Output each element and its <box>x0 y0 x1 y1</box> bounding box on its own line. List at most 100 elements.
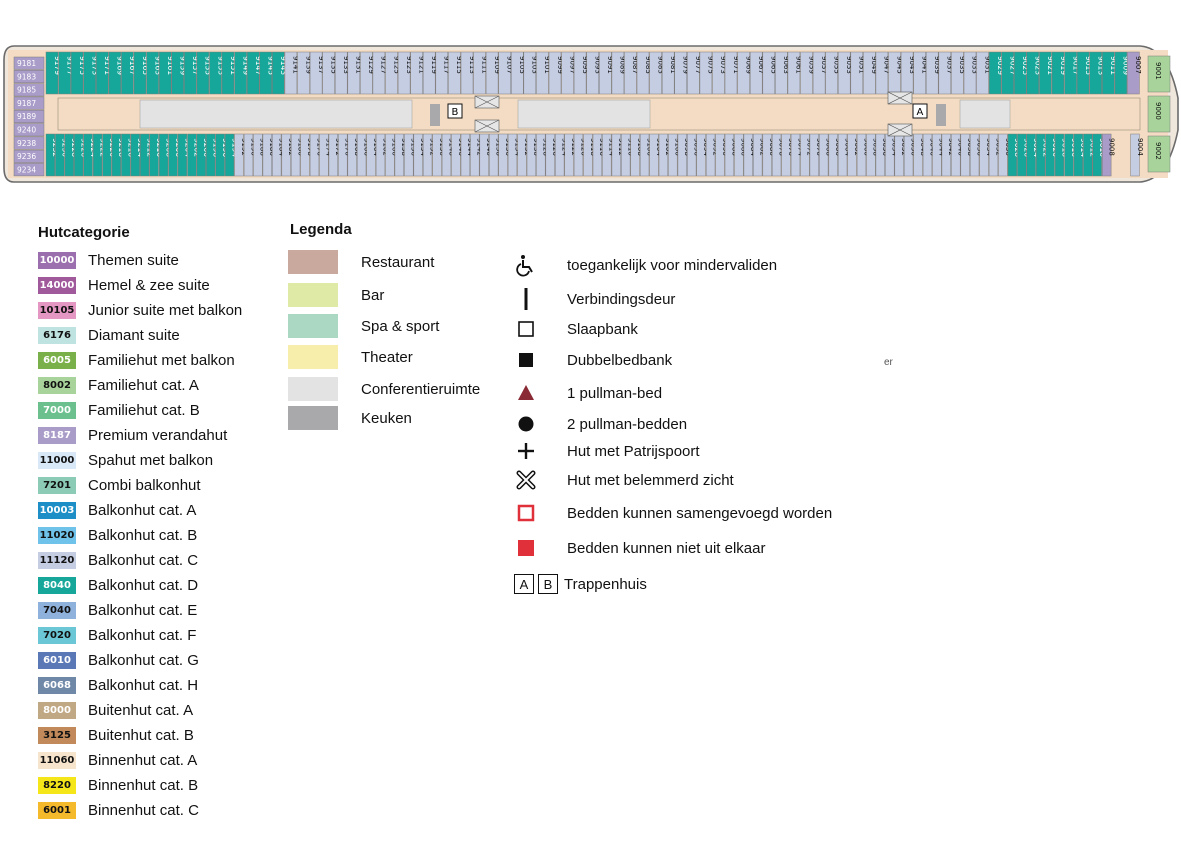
category-label: Binnenhut cat. C <box>88 801 199 819</box>
cabin-cell <box>800 51 813 95</box>
cabin-cell <box>58 51 71 95</box>
cabin-number: 9141 <box>292 56 300 74</box>
stern-cabin-number: 9234 <box>17 165 36 174</box>
cabin-cell <box>787 51 801 95</box>
cabin-cell <box>319 133 329 177</box>
cabin-number: 9137 <box>317 56 325 74</box>
cabin-cell <box>1007 133 1018 177</box>
porthole-icon <box>512 439 540 463</box>
symbol-label: Bedden kunnen niet uit elkaar <box>567 539 766 557</box>
category-label: Combi balkonhut <box>88 476 201 494</box>
cabin-cell <box>863 51 876 95</box>
cabin-number: 9047 <box>883 56 891 74</box>
cabin-number: 9043 <box>908 56 916 74</box>
category-swatch: 6068 <box>38 676 76 694</box>
category-swatch: 8040 <box>38 576 76 594</box>
category-label: Hemel & zee suite <box>88 276 210 294</box>
category-swatch: 11120 <box>38 551 76 569</box>
category-swatch: 7000 <box>38 401 76 419</box>
cabin-cell <box>951 133 961 177</box>
category-label: Buitenhut cat. A <box>88 701 194 719</box>
category-swatch: 10000 <box>38 251 76 269</box>
cabin-number: 9105 <box>518 56 526 74</box>
cabin-cell <box>281 133 291 177</box>
cabin-cell <box>130 133 140 177</box>
area-legend-item: Bar <box>288 283 384 307</box>
beds-fixed-icon <box>512 536 540 560</box>
cabin-cell <box>988 51 1002 95</box>
cabin-cell <box>781 133 791 177</box>
cabin-number: 9117 <box>443 56 451 74</box>
stern-cabin-number: 9185 <box>17 86 36 95</box>
cabin-cell <box>753 133 763 177</box>
symbol-label: Dubbelbedbank <box>567 351 673 369</box>
cabin-cell <box>272 133 282 177</box>
cabin-number: 9085 <box>644 56 652 74</box>
area-label: Theater <box>361 348 413 366</box>
symbol-legend-item: Hut met Patrijspoort <box>512 439 700 463</box>
staircase-b-box <box>447 103 463 119</box>
elevator-cross <box>887 123 913 137</box>
category-label: Familiehut met balkon <box>88 351 235 369</box>
cabin-number: 9149 <box>241 56 250 75</box>
conference-room <box>517 99 651 129</box>
cabin-cell <box>111 133 122 177</box>
cabin-number: 9082 <box>759 138 767 156</box>
cabin-cell <box>564 133 574 177</box>
cabin-cell <box>828 133 838 177</box>
stern-cabin-cell <box>13 163 45 177</box>
cabin-number: 9131 <box>355 56 363 74</box>
category-swatch: 6010 <box>38 651 76 669</box>
cabin-cell <box>224 133 235 177</box>
cabin-cell <box>599 51 612 95</box>
cabin-number: 9031 <box>983 56 991 74</box>
bow-cabin-cell <box>1147 135 1171 173</box>
cabin-number: 9155 <box>204 56 213 75</box>
cabin-cell <box>1001 51 1014 95</box>
cabin-cell <box>1092 133 1102 177</box>
beds-joinable-icon <box>512 501 540 525</box>
cabin-number: 9049 <box>870 56 878 74</box>
cabin-cell <box>677 133 687 177</box>
category-swatch: 6176 <box>38 326 76 344</box>
cabin-number: 9056 <box>881 138 889 156</box>
bow-cabin-number: 9000 <box>1154 102 1162 120</box>
cabin-number: 9169 <box>116 56 125 75</box>
symbol-label: Verbindingsdeur <box>567 290 676 308</box>
cabin-cell <box>422 51 436 95</box>
cabin-cell <box>988 133 999 177</box>
staircase-label: Trappenhuis <box>564 575 647 593</box>
cabin-cell <box>555 133 565 177</box>
cabin-cell <box>621 133 631 177</box>
cabin-cell <box>1026 133 1036 177</box>
cabin-cell <box>526 133 537 177</box>
category-label: Buitenhut cat. B <box>88 726 194 744</box>
cabin-cell <box>998 133 1008 177</box>
cabin-cell <box>187 133 197 177</box>
cabin-number: 9025 <box>1021 56 1030 75</box>
cabin-cell <box>511 51 524 95</box>
symbol-legend-item: 2 pullman-bedden <box>512 412 687 436</box>
area-swatch <box>288 345 338 369</box>
cabin-number: 9115 <box>455 56 463 74</box>
cabin-cell <box>290 133 301 177</box>
cabin-cell <box>356 133 367 177</box>
cabin-number: 9175 <box>78 56 87 75</box>
cabin-cell <box>1045 133 1055 177</box>
cabin-cell <box>687 51 700 95</box>
cabin-cell <box>573 51 587 95</box>
staircase-a-icon: A <box>514 574 534 594</box>
stern-cabin-cell <box>13 70 45 84</box>
cabin-cell <box>1130 133 1140 177</box>
cabin-cell <box>451 133 461 177</box>
cabin-number: 9067 <box>757 56 765 74</box>
cabin-number: 9079 <box>682 56 690 74</box>
cabin-number: 9125 <box>392 56 400 74</box>
